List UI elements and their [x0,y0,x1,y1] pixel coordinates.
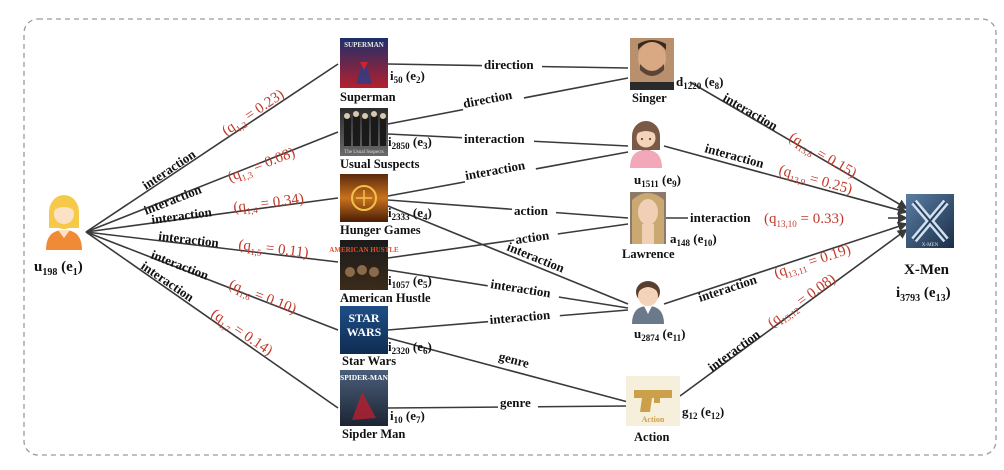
edge-u198-superman [85,63,339,233]
node-name-label: Sipder Man [342,427,405,441]
label-interaction-r5: interaction [705,326,763,374]
superman-poster-text: SUPERMAN [344,41,384,49]
star-wars-poster [340,306,388,354]
action-genre-tile [626,376,680,426]
node-name-label: Lawrence [622,247,675,261]
starwars-poster-text-2: WARS [347,325,382,339]
q-label-1-7: (q1,7 = 0.14) [207,306,276,361]
edge-u2874-xmen [663,221,908,305]
node-name-label: Singer [632,91,667,105]
user-avatar-icon [46,195,82,250]
label-interaction-r2: interaction [703,140,766,171]
edge-hunger-lawrence [387,199,629,219]
edge-american-lawrence [387,223,629,259]
label-interaction-4: interaction [158,228,221,250]
node-name-label: Star Wars [342,354,396,368]
edge-u1511-xmen [663,145,908,215]
node-name-label: Usual Suspects [340,157,420,171]
edge-action-xmen [679,228,908,397]
label-action-1: action [514,203,549,218]
edge-singer-xmen [689,81,908,210]
user-avatar-icon [632,281,664,324]
node-id-label: i10 (e7) [390,408,425,425]
edge-u198-starwars [85,231,339,331]
node-xmen: X-MEN X-Men i3793 (e13) [896,194,954,304]
q-label-1-6: (q1,6 = 0.10) [226,277,299,320]
node-id-label: i2333 (e4) [388,205,432,222]
node-id-label: u1511 (e9) [634,172,681,189]
edge-u198-spider [85,231,339,409]
node-user1511: u1511 (e9) [630,121,681,189]
xmen-poster-text: X-MEN [922,243,939,248]
right-edge-labels: interaction (q13,8 = 0.15) interaction (… [688,90,888,374]
left-edge-labels: interaction (q1,2 = 0.23) interaction (q… [138,87,309,361]
label-interaction-r4: interaction [696,271,759,305]
node-name-label: Hunger Games [340,223,421,237]
node-id-label: i2850 (e3) [388,134,432,151]
node-action: Action g12 (e12) Action [626,376,724,444]
label-interaction-r3: interaction [690,210,751,225]
label-genre-2: genre [500,395,531,410]
usual-poster-text: The Usual Suspects [344,150,383,155]
node-id-label: i1057 (e5) [388,273,432,290]
node-id-label: u2874 (e11) [634,326,685,343]
edge-u198-american [85,231,339,263]
edge-u198-usual [85,131,339,233]
starwars-poster-text-1: STAR [348,311,379,325]
node-american-hustle: AMERICAN HUSTLE i1057 (e5) American Hust… [329,240,432,305]
node-id-label: i3793 (e13) [896,285,951,304]
middle-edge-labels: direction direction interaction interact… [461,57,567,410]
node-usual-suspects: The Usual Suspects i2850 (e3) Usual Susp… [340,108,432,171]
node-user2874: u2874 (e11) [632,281,685,343]
node-id-label: a148 (e10) [670,231,717,248]
q-label-1-5: (q1,5 = 0.11) [237,237,309,263]
label-action-2: action [514,227,550,247]
node-spider-man: SPIDER-MAN i10 (e7) Sipder Man [340,370,425,441]
node-singer: d1220 (e8) Singer [630,38,723,105]
q-label-1-4: (q1,4 = 0.34) [232,191,305,218]
node-name-label: Action [634,430,669,444]
label-direction-1: direction [484,57,534,72]
node-superman: SUPERMAN i50 (e2) Superman [340,38,425,104]
label-interaction-mid-4: interaction [490,276,553,300]
q-label-1-3: (q1,3 = 0.08) [226,145,299,188]
q-label-1-2: (q1,2 = 0.23) [219,87,288,141]
edge-u198-hunger [85,197,339,233]
node-id-label: g12 (e12) [682,404,724,421]
user-avatar-icon [630,121,662,168]
edge-hunger-u2874 [387,205,629,305]
node-star-wars: STAR WARS i2320 (e6) Star Wars [340,306,432,368]
node-id-label: i50 (e2) [390,68,425,85]
node-id-label: i2320 (e6) [388,339,432,356]
node-lawrence: a148 (e10) Lawrence [622,192,717,261]
node-name-label: X-Men [904,262,950,278]
label-interaction-mid-1: interaction [464,131,525,146]
gun-icon [634,390,672,412]
edge-starwars-action [387,337,629,403]
american-poster-text: AMERICAN HUSTLE [329,246,399,254]
node-id-label: u198 (e1) [34,259,83,278]
node-id-label: d1220 (e8) [676,74,723,91]
node-name-label: Superman [340,90,396,104]
node-name-label: American Hustle [340,291,431,305]
label-interaction-r1: interaction [720,90,781,134]
action-tile-text: Action [642,415,665,424]
node-user198: u198 (e1) [34,195,83,278]
dashed-frame [23,18,997,456]
label-interaction-mid-5: interaction [489,307,551,327]
node-hunger-games: i2333 (e4) Hunger Games [340,174,432,237]
american-hustle-poster [340,240,388,290]
q-label-13-10: (q13,10 = 0.33) [764,211,844,229]
spider-poster-text: SPIDER-MAN [340,373,388,382]
